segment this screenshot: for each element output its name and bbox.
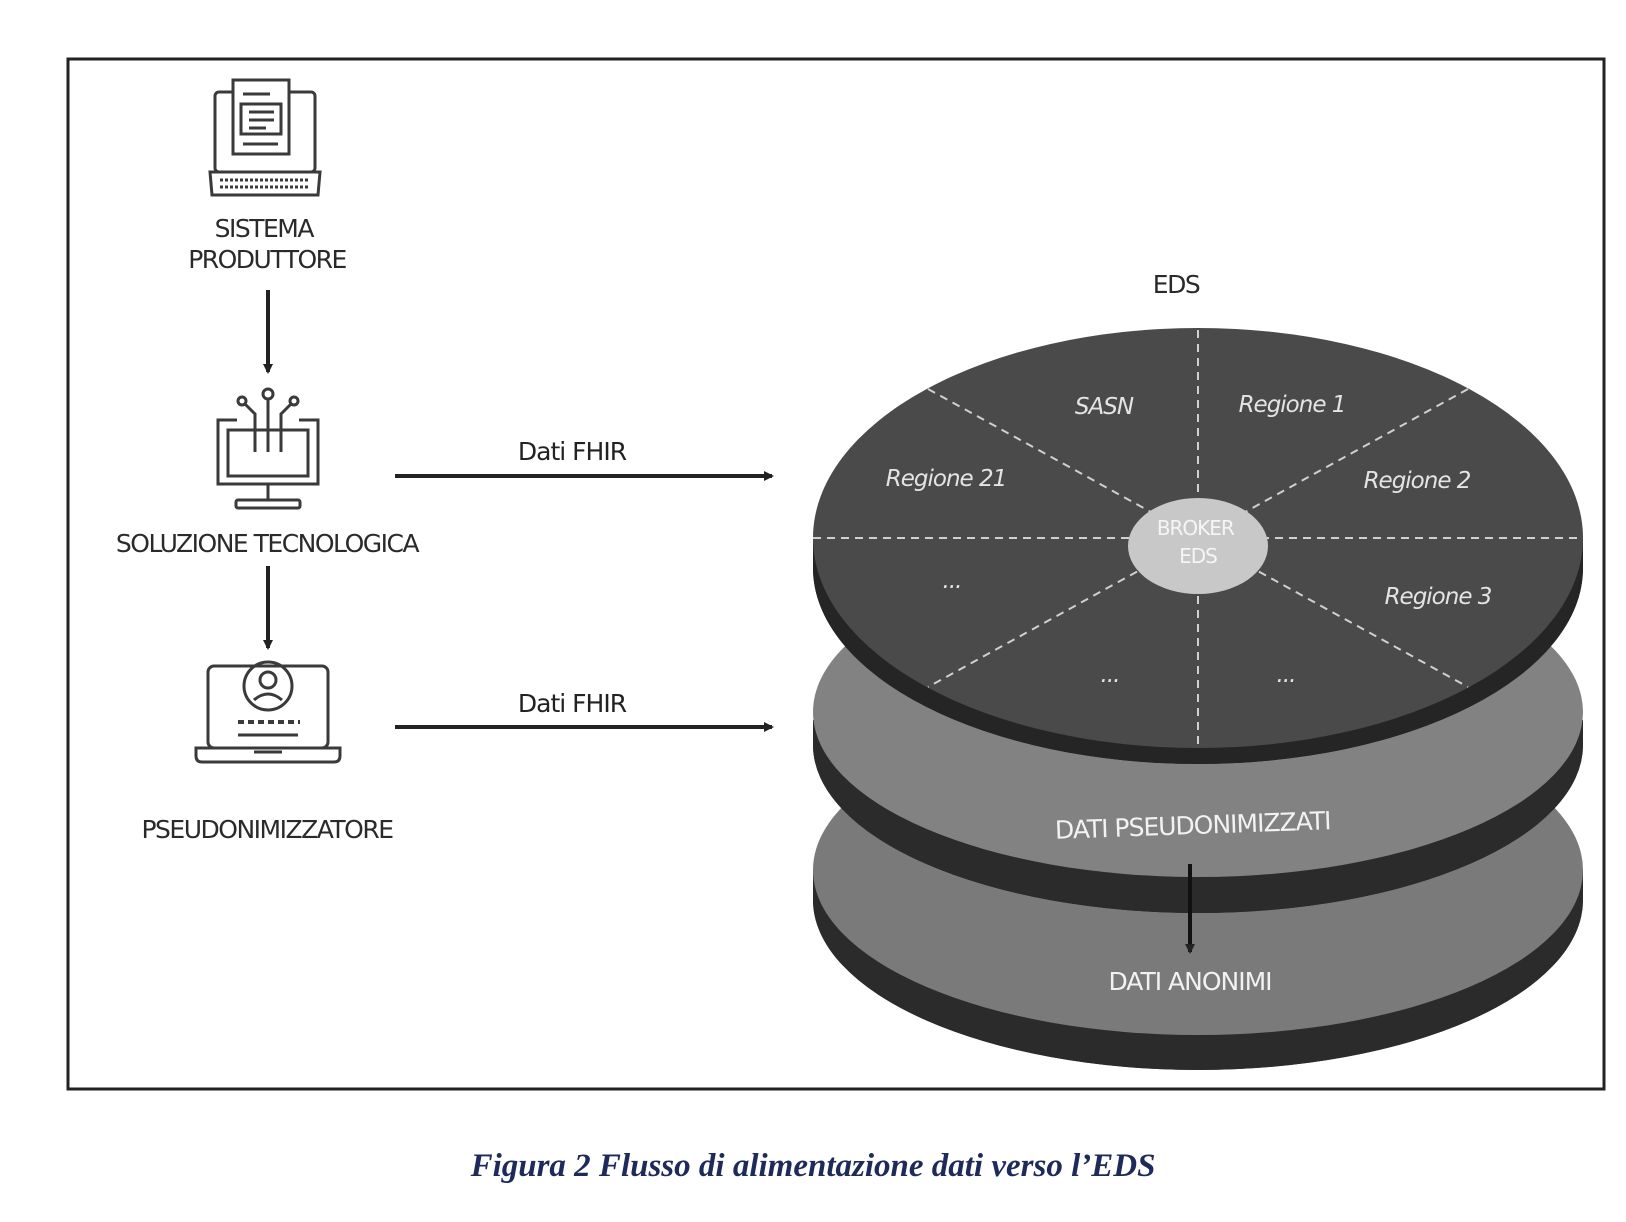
user-laptop-icon — [194, 660, 342, 764]
circuit-monitor-icon — [216, 387, 320, 510]
pseudonymizer-label: PSEUDONIMIZZATORE — [141, 815, 393, 844]
sector-regione-1: Regione 1 — [1239, 392, 1346, 418]
sector-ellipsis-left: ... — [943, 568, 962, 594]
sector-regione-3: Regione 3 — [1385, 584, 1492, 610]
sector-sasn: SASN — [1075, 394, 1134, 420]
layer-label-anonymous: DATI ANONIMI — [1108, 967, 1271, 996]
sector-ellipsis-bottom-left: ... — [1101, 662, 1120, 688]
eds-title: EDS — [1153, 270, 1200, 299]
broker-label-line2: EDS — [1179, 544, 1217, 568]
sector-regione-2: Regione 2 — [1364, 468, 1471, 494]
broker-eds-hub — [1128, 498, 1268, 594]
flow-label-top: Dati FHIR — [518, 437, 627, 466]
flow-label-bottom: Dati FHIR — [518, 689, 627, 718]
producer-label: SISTEMA PRODUTTORE — [188, 214, 346, 274]
figure-caption: Figura 2 Flusso di alimentazione dati ve… — [470, 1148, 1156, 1184]
producer-label-line2: PRODUTTORE — [188, 245, 346, 274]
sector-regione-21: Regione 21 — [886, 466, 1007, 492]
broker-eds-label: BROKER EDS — [1157, 516, 1239, 568]
document-laptop-icon — [208, 78, 322, 197]
eds-top-disk: BROKER EDS SASN Regione 1 Regione 2 Regi… — [813, 328, 1583, 764]
sector-ellipsis-bottom-right: ... — [1277, 662, 1296, 688]
tech-solution-label: SOLUZIONE TECNOLOGICA — [116, 529, 420, 558]
producer-label-line1: SISTEMA — [215, 214, 315, 243]
broker-label-line1: BROKER — [1157, 516, 1235, 540]
